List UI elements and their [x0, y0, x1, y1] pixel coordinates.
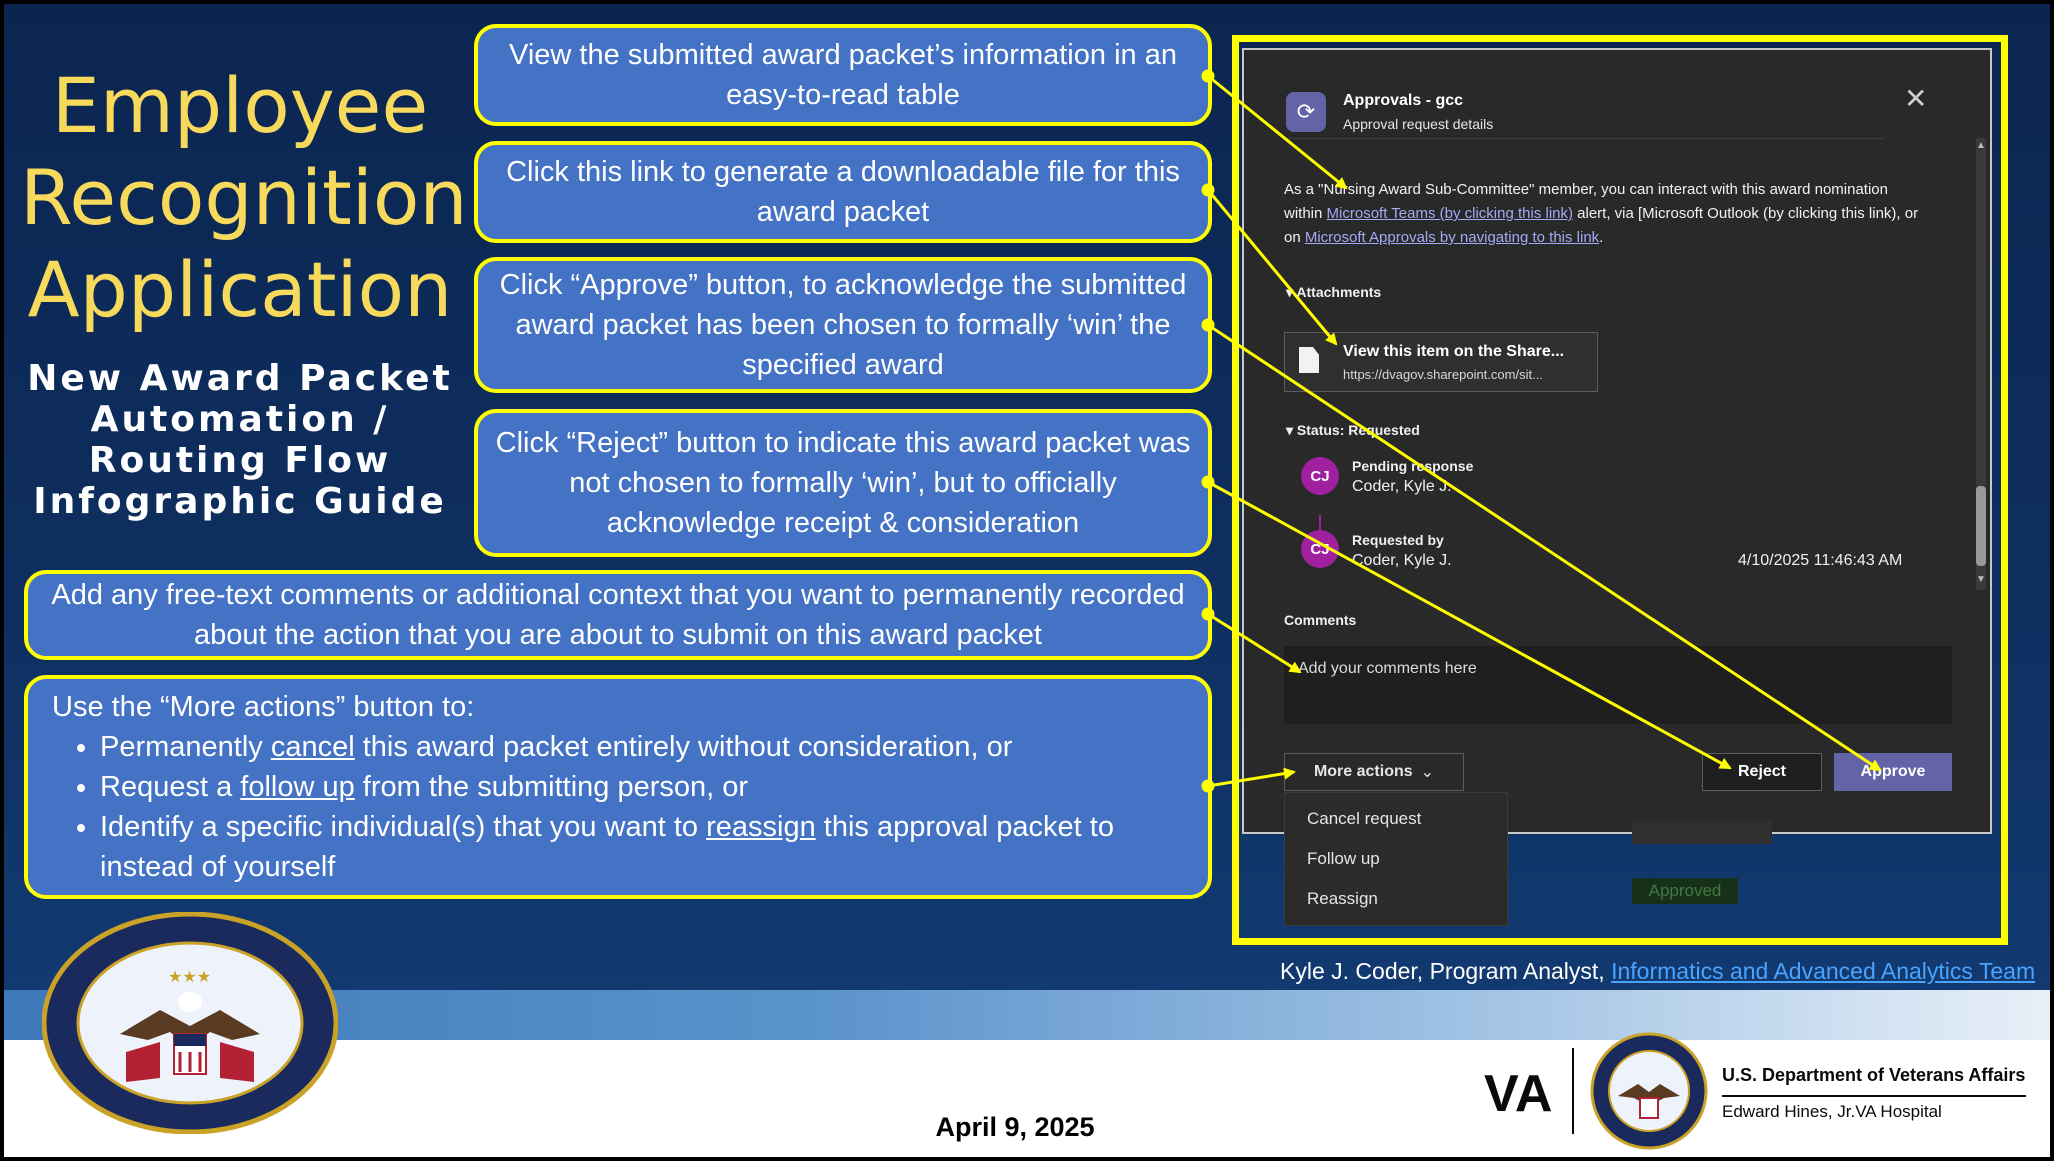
background-bottom: [4, 1040, 2050, 1157]
close-icon[interactable]: ✕: [1904, 83, 1928, 114]
va-logo-letters: VA: [1484, 1065, 1553, 1123]
page-title: Employee Recognition Application: [20, 60, 468, 336]
callout-approve-text: Click “Approve” button, to acknowledge t…: [499, 269, 1187, 381]
menu-item-reassign[interactable]: Reassign: [1307, 889, 1378, 908]
callout-comments: Add any free-text comments or additional…: [24, 570, 1212, 660]
callout-link: Click this link to generate a downloadab…: [474, 141, 1212, 243]
menu-item-follow-up[interactable]: Follow up: [1307, 849, 1380, 868]
publish-date: April 9, 2025: [935, 1112, 1095, 1142]
page-subtitle: New Award Packet Automation / Routing Fl…: [20, 358, 460, 522]
scrollbar-track[interactable]: [1976, 138, 1986, 590]
app-subtitle: Approval request details: [1343, 116, 1494, 132]
title-line: Employee: [51, 61, 429, 150]
subtitle-line: Automation /: [90, 399, 390, 440]
approve-button[interactable]: Approve: [1834, 753, 1952, 791]
callout-table-text: View the submitted award packet’s inform…: [509, 39, 1177, 111]
subtitle-line: Infographic Guide: [33, 481, 447, 522]
header-divider: [1284, 138, 1884, 139]
author-credit: Kyle J. Coder, Program Analyst, Informat…: [1280, 958, 2036, 984]
request-description: As a "Nursing Award Sub-Committee" membe…: [1284, 181, 1919, 246]
svg-text:★★★: ★★★: [168, 967, 211, 986]
scroll-down-icon[interactable]: ▼: [1976, 574, 1986, 585]
va-name-rule: [1722, 1095, 2026, 1097]
logo-divider: [1572, 1048, 1574, 1134]
menu-item-cancel-request[interactable]: Cancel request: [1307, 809, 1422, 828]
scrollbar-thumb[interactable]: [1976, 486, 1986, 566]
callout-approve: Click “Approve” button, to acknowledge t…: [474, 257, 1212, 393]
callout-more-item-follow-up: Request a follow up from the submitting …: [100, 767, 1184, 807]
callout-comments-text: Add any free-text comments or additional…: [51, 579, 1185, 651]
title-line: Application: [27, 245, 453, 334]
va-hospital-name: Edward Hines, Jr.VA Hospital: [1722, 1102, 1942, 1121]
approvals-link[interactable]: Microsoft Approvals by navigating to thi…: [1304, 229, 1600, 246]
callout-link-text: Click this link to generate a downloadab…: [506, 156, 1180, 228]
va-department-name: U.S. Department of Veterans Affairs: [1722, 1065, 2026, 1085]
title-line: Recognition: [20, 153, 468, 242]
callout-more-actions: Use the “More actions” button to: Perman…: [24, 675, 1212, 899]
callout-more-list: Permanently cancel this award packet ent…: [52, 727, 1184, 887]
callout-more-item-reassign: Identify a specific individual(s) that y…: [100, 807, 1184, 887]
va-seal-small: [1590, 1032, 1708, 1150]
subtitle-line: Routing Flow: [88, 440, 392, 481]
callout-more-item-cancel: Permanently cancel this award packet ent…: [100, 727, 1184, 767]
teams-link[interactable]: Microsoft Teams (by clicking this link): [1326, 205, 1573, 222]
callout-table: View the submitted award packet’s inform…: [474, 24, 1212, 126]
background-ghost-element: [1632, 820, 1772, 844]
callout-more-intro: Use the “More actions” button to:: [52, 691, 475, 723]
callout-reject-text: Click “Reject” button to indicate this a…: [495, 427, 1191, 539]
app-name: Approvals - gcc: [1343, 92, 1464, 109]
subtitle-line: New Award Packet: [27, 358, 453, 399]
team-link[interactable]: Informatics and Advanced Analytics Team: [1611, 958, 2036, 984]
scroll-up-icon[interactable]: ▲: [1976, 140, 1986, 151]
more-actions-menu: Cancel request Follow up Reassign: [1284, 792, 1508, 926]
va-seal: ★★★: [42, 912, 338, 1134]
callout-reject: Click “Reject” button to indicate this a…: [474, 409, 1212, 557]
background-approved-badge: Approved: [1632, 878, 1738, 904]
